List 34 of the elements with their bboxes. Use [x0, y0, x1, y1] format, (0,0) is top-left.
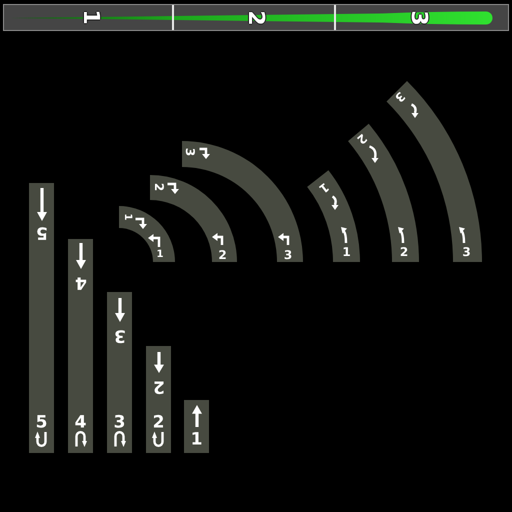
range-number: 3 — [407, 10, 429, 26]
template-number: 4 — [74, 414, 86, 432]
template-number: 3 — [114, 414, 126, 432]
template-number: 5 — [36, 414, 48, 432]
straight-template — [107, 292, 132, 453]
range-ruler — [3, 4, 509, 31]
straight-template — [29, 183, 54, 453]
template-number: 2 — [152, 414, 164, 432]
range-number: 1 — [79, 9, 101, 25]
template-number: 3 — [392, 89, 408, 104]
template-number: 2 — [152, 377, 164, 394]
template-number: 3 — [462, 246, 471, 258]
straight-template — [68, 239, 93, 453]
template-number: 2 — [400, 246, 408, 258]
template-number: 2 — [218, 248, 227, 260]
template-number: 1 — [342, 246, 351, 258]
template-number: 2 — [152, 182, 164, 191]
bank-template — [307, 170, 360, 262]
straight-template — [146, 346, 171, 453]
template-number: 5 — [36, 223, 48, 240]
turn-template — [119, 206, 175, 262]
template-number: 3 — [184, 147, 196, 156]
turn-template — [182, 141, 303, 262]
template-number: 3 — [284, 248, 292, 260]
template-number: 1 — [156, 250, 164, 260]
template-number: 3 — [114, 326, 126, 343]
bank-template — [386, 80, 482, 262]
template-number: 2 — [354, 132, 370, 146]
range-number: 2 — [244, 10, 266, 26]
template-number: 1 — [317, 180, 331, 195]
template-number: 1 — [190, 431, 202, 448]
straight-template — [184, 400, 209, 453]
template-number: 1 — [122, 214, 132, 220]
template-number: 4 — [74, 273, 86, 290]
